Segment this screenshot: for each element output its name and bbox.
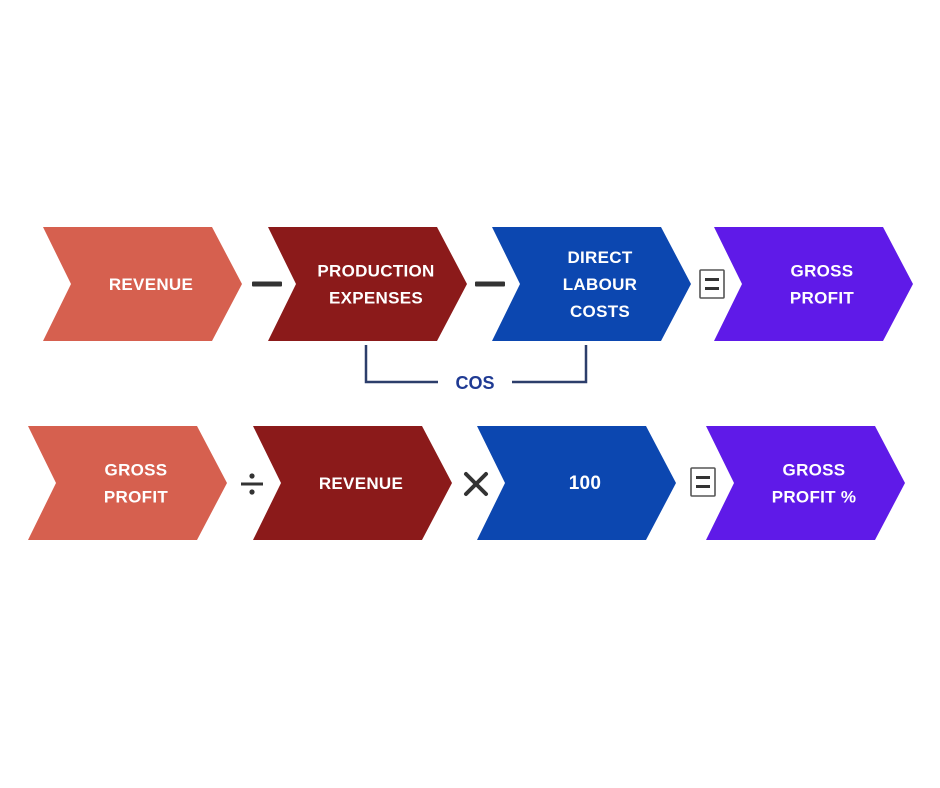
chevron-label-line: GROSS	[105, 461, 168, 480]
chevron-label: GROSS PROFIT	[790, 262, 854, 308]
chevron-label-line: COSTS	[570, 302, 630, 321]
chevron-label-line: LABOUR	[563, 275, 638, 294]
chevron-label-line: PROFIT %	[772, 488, 857, 507]
gross-profit-formula-row: REVENUE PRODUCTION EXPENSES DIRECT LABOUR COS…	[43, 227, 913, 341]
chevron-label-line: 100	[569, 473, 602, 494]
chevron-label: GROSS PROFIT	[104, 461, 168, 507]
chevron-label: 100	[569, 473, 602, 494]
chevron-label-line: REVENUE	[109, 275, 193, 294]
chevron-shape	[268, 227, 467, 341]
equals-icon	[699, 269, 725, 299]
chevron-shape	[43, 227, 242, 341]
chevron-label: DIRECT LABOUR COSTS	[563, 248, 638, 321]
chevron-label: GROSS PROFIT %	[772, 461, 857, 507]
chevron-shape	[253, 426, 452, 540]
chevron-label: REVENUE	[319, 474, 403, 493]
chevron-label-line: DIRECT	[567, 248, 632, 267]
row2-step-1: GROSS PROFIT	[28, 426, 227, 540]
equals-icon	[690, 467, 716, 497]
minus-icon	[475, 281, 505, 287]
chevron-shape	[492, 227, 691, 341]
row2-step-2: REVENUE	[253, 426, 452, 540]
chevron-label-line: REVENUE	[319, 474, 403, 493]
chevron-shape	[714, 227, 913, 341]
row1-step-1: REVENUE	[43, 227, 242, 341]
chevron-label-line: PRODUCTION	[317, 262, 434, 281]
chevron-label-line: PROFIT	[790, 289, 854, 308]
row1-step-4: GROSS PROFIT	[714, 227, 913, 341]
cos-label: COS	[455, 373, 494, 393]
chevron-shape	[28, 426, 227, 540]
chevron-label: REVENUE	[109, 275, 193, 294]
cos-bracket: COS	[364, 345, 588, 393]
multiply-icon	[464, 472, 488, 496]
cos-bracket-line	[364, 345, 588, 384]
chevron-label-line: EXPENSES	[329, 289, 423, 308]
chevron-label: PRODUCTION EXPENSES	[317, 262, 434, 308]
row2-step-3: 100	[477, 426, 676, 540]
row2-step-4: GROSS PROFIT %	[706, 426, 905, 540]
divide-icon	[241, 473, 263, 495]
chevron-shape	[477, 426, 676, 540]
chevron-label-line: PROFIT	[104, 488, 168, 507]
chevron-label-line: GROSS	[791, 262, 854, 281]
row1-step-2: PRODUCTION EXPENSES	[268, 227, 467, 341]
row1-step-3: DIRECT LABOUR COSTS	[492, 227, 691, 341]
chevron-shape	[706, 426, 905, 540]
gross-profit-percent-formula-row: GROSS PROFIT REVENUE 100 GROSS PROFIT %	[28, 426, 905, 540]
minus-icon	[252, 281, 282, 287]
chevron-label-line: GROSS	[783, 461, 846, 480]
